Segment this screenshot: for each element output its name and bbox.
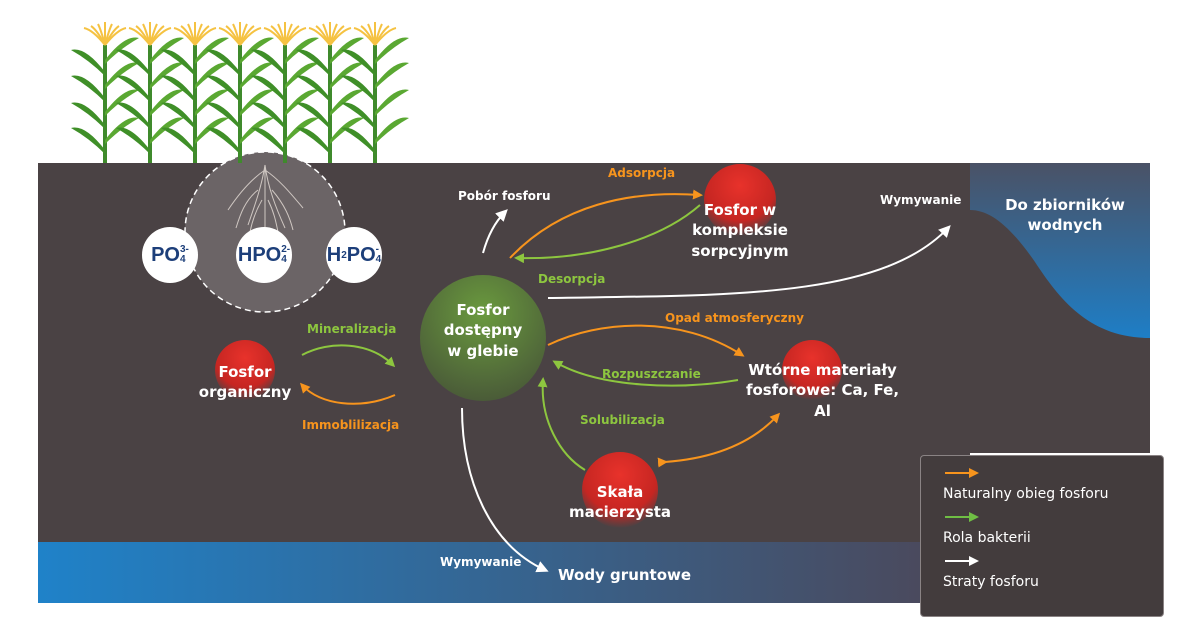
legend-orange-arrow-icon xyxy=(945,468,979,478)
organic-p-circle xyxy=(215,340,275,400)
ion-charge: - xyxy=(375,244,380,255)
node-sorption-p: Fosfor w kompleksie sorpcyjnym xyxy=(685,200,795,261)
ion-subscript: 4 xyxy=(281,254,287,265)
solubilization-arrow xyxy=(537,377,586,471)
ion-base: PO xyxy=(346,243,376,266)
node-secondary-p: Wtórne materiały fosforowe: Ca, Fe, Al xyxy=(735,360,910,421)
corn-plant xyxy=(341,22,409,163)
available-p-circle xyxy=(420,275,546,401)
label-leaching-top: Wymywanie xyxy=(880,193,962,207)
label-groundwater: Wody gruntowe xyxy=(558,566,692,584)
leaching-bottom-arrow xyxy=(461,407,549,573)
node-organic-p: Fosfor organiczny xyxy=(195,362,295,403)
uptake-arrow xyxy=(482,209,508,254)
node-line: Fosfor xyxy=(218,363,272,381)
water-body xyxy=(970,163,1150,338)
node-line: Skała xyxy=(596,483,644,501)
sorption-p-circle xyxy=(704,164,776,236)
corn-plant xyxy=(206,22,274,163)
corn-plant xyxy=(116,22,184,163)
node-line: Fosfor w xyxy=(703,201,777,219)
ion-subscript: 4 xyxy=(375,254,382,265)
node-line: fosforowe: Ca, Fe, Al xyxy=(745,381,900,420)
label-adsorption: Adsorpcja xyxy=(608,166,676,180)
ion-base: HPO xyxy=(237,243,282,266)
node-line: sorpcyjnym xyxy=(691,241,789,260)
deposition-arrow xyxy=(547,324,745,357)
groundwater-band xyxy=(38,542,920,603)
legend-item-natural: Naturalny obieg fosforu xyxy=(943,486,1109,502)
label-water-bodies: Do zbiorników wodnych xyxy=(995,195,1135,236)
ion-charge: 3- xyxy=(180,244,189,255)
node-line: Fosfor xyxy=(456,301,510,319)
leaching-top-arrow xyxy=(547,225,951,299)
label-mineralization: Mineralizacja xyxy=(307,322,397,336)
node-line: wodnych xyxy=(1027,216,1103,235)
node-line: kompleksie xyxy=(692,221,788,240)
rock-secondary-arrow xyxy=(657,412,781,468)
node-line: macierzysta xyxy=(568,503,672,522)
ion-subscript: 4 xyxy=(180,254,186,265)
dissolution-arrow xyxy=(552,360,739,387)
corn-plant xyxy=(161,22,229,163)
corn-plant xyxy=(296,22,364,163)
adsorption-arrow xyxy=(509,189,703,259)
label-leaching-bottom: Wymywanie xyxy=(440,555,522,569)
legend-item-bacteria: Rola bakterii xyxy=(943,530,1031,546)
node-rock: Skała macierzysta xyxy=(565,482,675,523)
label-deposition: Opad atmosferyczny xyxy=(665,311,804,325)
corn-plants xyxy=(71,22,409,163)
node-line: w glebie xyxy=(447,341,519,360)
immobilization-arrow xyxy=(299,382,396,405)
node-line: Do zbiorników xyxy=(1005,196,1125,214)
legend: Naturalny obieg fosforu Rola bakterii St… xyxy=(920,455,1164,617)
corn-plant xyxy=(71,22,139,163)
ion-prefix: H xyxy=(326,243,342,266)
rock-circle xyxy=(582,452,658,528)
mineralization-arrow xyxy=(301,344,396,368)
ion-prefix-subscript: 2 xyxy=(341,249,347,261)
label-uptake: Pobór fosforu xyxy=(458,189,551,203)
secondary-p-circle xyxy=(782,340,842,400)
desorption-arrow xyxy=(514,204,701,264)
label-dissolution: Rozpuszczanie xyxy=(602,367,701,381)
ion-base: PO xyxy=(151,243,180,266)
legend-white-arrow-icon xyxy=(945,556,979,566)
ion-charge: 2- xyxy=(281,244,291,255)
label-immobilization: Immoblilizacja xyxy=(302,418,400,432)
node-line: Wtórne materiały xyxy=(748,361,897,379)
node-line: dostępny xyxy=(443,321,523,340)
corn-plant xyxy=(251,22,319,163)
label-desorption: Desorpcja xyxy=(538,272,606,286)
label-solubilization: Solubilizacja xyxy=(580,413,665,427)
legend-green-arrow-icon xyxy=(945,512,979,522)
node-available-p: Fosfor dostępny w glebie xyxy=(423,300,543,361)
node-line: organiczny xyxy=(198,383,292,402)
legend-item-losses: Straty fosforu xyxy=(943,574,1039,590)
